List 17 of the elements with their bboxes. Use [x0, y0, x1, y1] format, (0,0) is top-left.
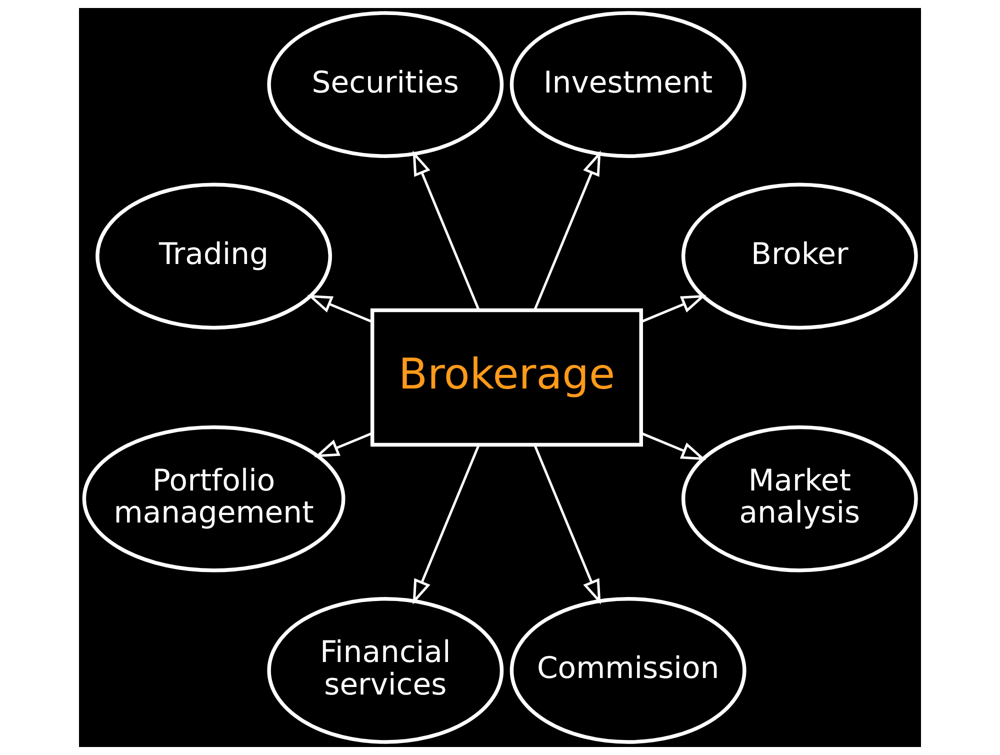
node-ellipse: Market analysis	[681, 425, 918, 572]
arrow	[307, 294, 373, 323]
node-box: Brokerage	[370, 308, 643, 447]
arrow	[533, 444, 601, 604]
node-ellipse: Investment	[510, 11, 746, 158]
node-ellipse: Broker	[681, 182, 918, 330]
node-ellipse: Trading	[96, 182, 332, 330]
node-ellipse: Portfolio management	[82, 425, 346, 572]
arrow	[640, 432, 706, 460]
node-ellipse: Securities	[267, 11, 504, 158]
arrow	[412, 444, 480, 604]
node-ellipse: Commission	[510, 597, 746, 744]
arrow	[533, 150, 601, 311]
arrow	[412, 150, 480, 311]
arrow	[314, 432, 373, 458]
node-ellipse: Financial services	[267, 597, 504, 744]
arrow	[640, 294, 706, 323]
